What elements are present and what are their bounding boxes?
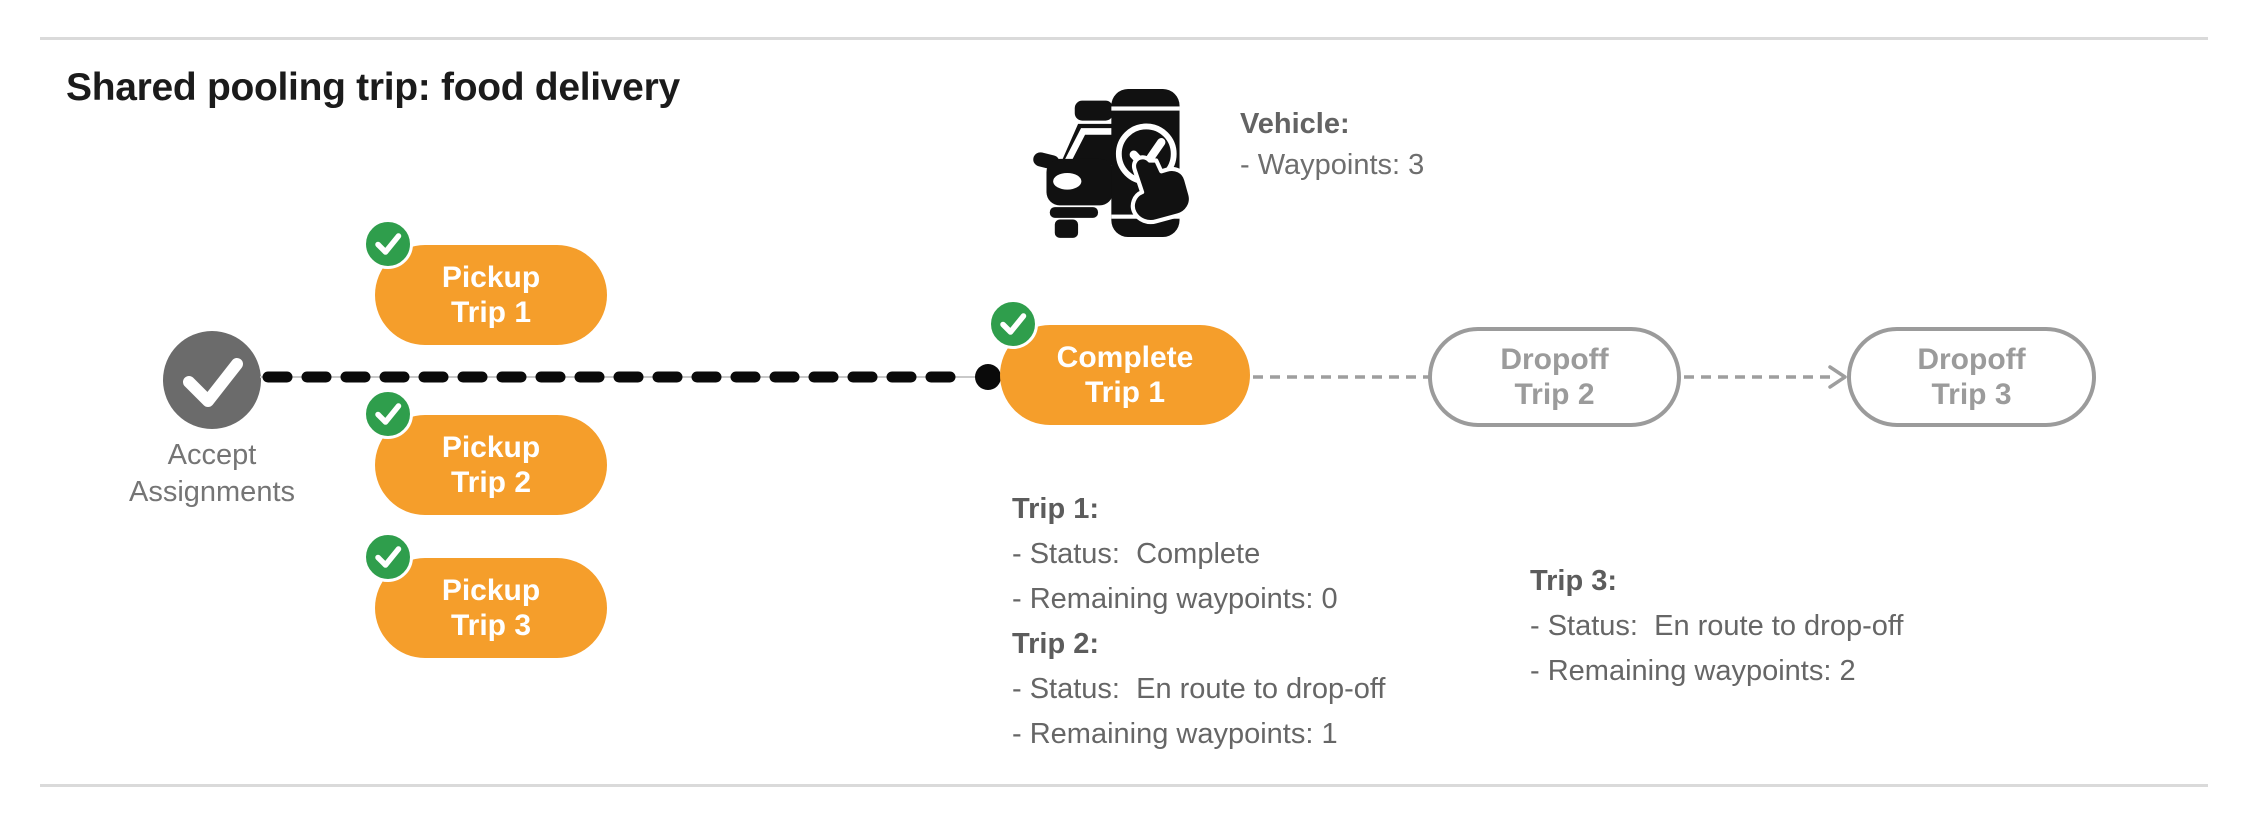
car-phone-check-icon <box>1033 88 1193 238</box>
node-pickup-trip-3: Pickup Trip 3 <box>363 532 607 658</box>
future-route-connector-1 <box>1253 375 1429 379</box>
node-complete-trip-1: Complete Trip 1 <box>988 299 1250 425</box>
pill-label-line1: Pickup <box>441 261 541 294</box>
accept-label-line2: Assignments <box>128 476 295 508</box>
node-pickup-trip-2: Pickup Trip 2 <box>363 389 607 515</box>
arrowhead-icon <box>1828 365 1847 389</box>
node-dropoff-trip-3: Dropoff Trip 3 <box>1847 327 2096 427</box>
pill-label-line2: Trip 2 <box>450 466 532 499</box>
top-divider <box>40 37 2208 40</box>
check-badge-icon <box>363 532 413 582</box>
trip-status-block-1: Trip 1: - Status: Complete - Remaining w… <box>1012 487 1385 757</box>
trip-2-status: - Status: En route to drop-off <box>1012 673 1386 705</box>
future-route-connector-2 <box>1684 365 1847 389</box>
trip-3-status: - Status: En route to drop-off <box>1530 610 1904 642</box>
completed-route-connector <box>260 364 1001 390</box>
node-dropoff-trip-2: Dropoff Trip 2 <box>1428 327 1681 427</box>
pill-label-line2: Trip 2 <box>1514 378 1595 411</box>
pill-label-line2: Trip 1 <box>450 296 532 329</box>
trip-3-title: Trip 3: <box>1530 565 1618 597</box>
check-icon <box>183 358 243 407</box>
pill-label-line1: Pickup <box>441 431 541 464</box>
pill-label-line1: Complete <box>1056 341 1194 374</box>
trip-1-title: Trip 1: <box>1012 493 1100 525</box>
trip-1-status: - Status: Complete <box>1012 538 1261 570</box>
route-head-dot <box>975 364 1001 390</box>
trip-2-title: Trip 2: <box>1012 628 1100 660</box>
pill-label-line1: Pickup <box>441 574 541 607</box>
pill-label-line1: Dropoff <box>1500 343 1609 376</box>
trip-3-waypoints: - Remaining waypoints: 2 <box>1530 655 1856 687</box>
accept-label-line1: Accept <box>167 439 257 471</box>
pill-label-line2: Trip 3 <box>450 609 532 642</box>
pill-label-line1: Dropoff <box>1917 343 2026 376</box>
check-badge-icon <box>363 389 413 439</box>
vehicle-label: Vehicle: <box>1240 108 1350 140</box>
page-title: Shared pooling trip: food delivery <box>66 66 680 109</box>
trip-status-block-2: Trip 3: - Status: En route to drop-off -… <box>1530 559 1903 694</box>
accept-assignments-node <box>163 331 261 429</box>
trip-2-waypoints: - Remaining waypoints: 1 <box>1012 718 1338 750</box>
pill-label-line2: Trip 3 <box>1931 378 2012 411</box>
vehicle-waypoints: - Waypoints: 3 <box>1240 149 1425 181</box>
accept-assignments-label: Accept Assignments <box>92 437 332 511</box>
bottom-divider <box>40 784 2208 787</box>
check-badge-icon <box>988 299 1038 349</box>
check-badge-icon <box>363 219 413 269</box>
node-pickup-trip-1: Pickup Trip 1 <box>363 219 607 345</box>
trip-1-waypoints: - Remaining waypoints: 0 <box>1012 583 1338 615</box>
pill-label-line2: Trip 1 <box>1084 376 1166 409</box>
